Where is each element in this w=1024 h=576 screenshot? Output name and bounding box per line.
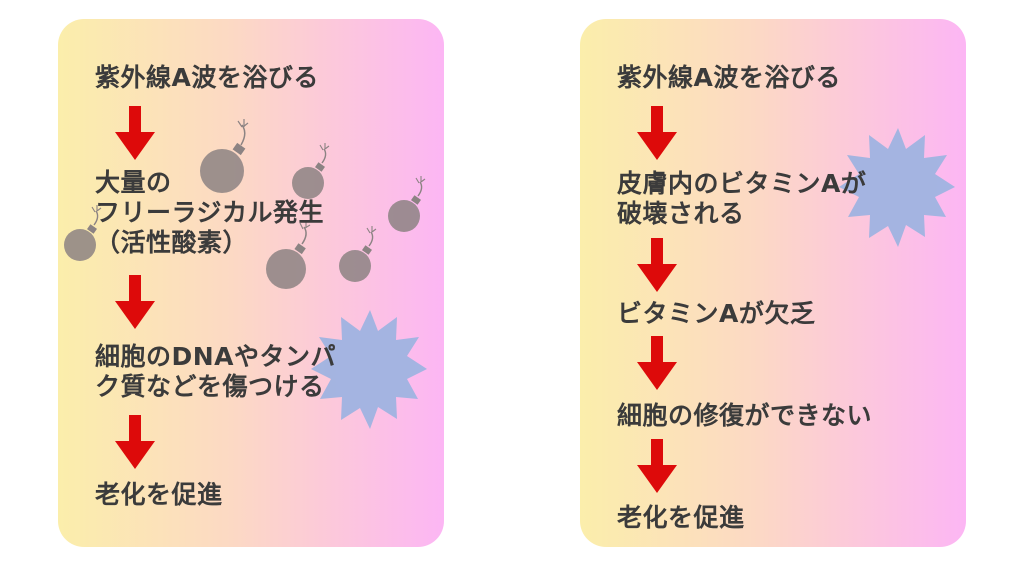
right-step-3: ビタミンAが欠乏 bbox=[617, 299, 816, 328]
arrow-down-icon bbox=[637, 439, 677, 493]
bomb-icon bbox=[339, 226, 377, 282]
burst-icon bbox=[311, 310, 427, 429]
left-step-1: 紫外線A波を浴びる bbox=[95, 63, 319, 92]
left-flow-panel: 紫外線A波を浴びる 大量の フリーラジカル発生 （活性酸素） 細胞のDNAやタン… bbox=[58, 19, 444, 547]
right-flow-panel: 紫外線A波を浴びる 皮膚内のビタミンAが 破壊される ビタミンAが欠乏 細胞の修… bbox=[580, 19, 966, 547]
right-step-1: 紫外線A波を浴びる bbox=[617, 63, 841, 92]
bomb-icon bbox=[388, 176, 426, 232]
bomb-icon bbox=[266, 221, 311, 289]
vitamin-destruction-decoration bbox=[839, 128, 955, 247]
right-step-4: 細胞の修復ができない bbox=[617, 401, 873, 430]
free-radical-decoration bbox=[64, 119, 427, 429]
left-step-3: 細胞のDNAやタンパ ク質などを傷つける bbox=[95, 342, 337, 401]
bomb-icon bbox=[292, 143, 330, 199]
right-step-5: 老化を促進 bbox=[617, 503, 745, 532]
arrow-down-icon bbox=[637, 238, 677, 292]
arrow-down-icon bbox=[115, 415, 155, 469]
left-step-2: 大量の フリーラジカル発生 （活性酸素） bbox=[95, 168, 325, 257]
arrow-down-icon bbox=[115, 106, 155, 160]
arrow-down-icon bbox=[637, 336, 677, 390]
bomb-icon bbox=[200, 119, 249, 193]
left-step-4: 老化を促進 bbox=[95, 480, 223, 509]
arrow-down-icon bbox=[637, 106, 677, 160]
arrow-down-icon bbox=[115, 275, 155, 329]
bomb-icon bbox=[64, 205, 102, 261]
right-step-2: 皮膚内のビタミンAが 破壊される bbox=[617, 169, 867, 228]
burst-icon bbox=[839, 128, 955, 247]
